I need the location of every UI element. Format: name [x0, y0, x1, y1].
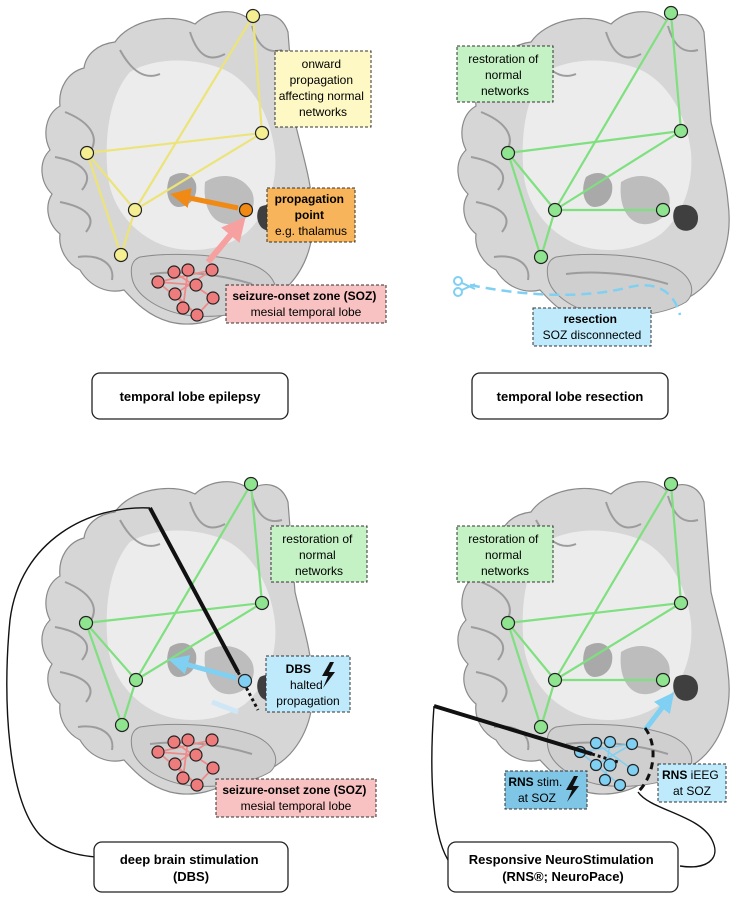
rns-depth-tip — [591, 752, 619, 764]
blue-arrow — [168, 655, 237, 681]
scissors-icon — [453, 276, 476, 297]
svg-text:restoration of normal: restoration of normal networks — [468, 52, 541, 98]
green-nodes — [500, 476, 689, 735]
panel-dbs: restoration of normal networks DBS halte… — [6, 476, 377, 893]
caption-rns-2: (RNS®; NeuroPace) — [502, 869, 624, 884]
caption-box-resection — [471, 372, 669, 420]
lightning-bolt-icon — [322, 662, 335, 688]
soz-nodes — [151, 263, 220, 322]
orange-arrow — [170, 188, 239, 211]
caption-tle: temporal lobe epilepsy — [120, 389, 262, 404]
rns-stim-bold: RNS — [508, 775, 533, 789]
svg-text:propagation point: propagation point e.g. thalamus — [275, 192, 348, 238]
restore-line-3: networks — [295, 564, 343, 578]
prop-bold-2: point — [295, 208, 324, 222]
caption-dbs-1: deep brain stimulation — [120, 852, 259, 867]
resection-sub: SOZ disconnected — [543, 328, 642, 342]
svg-text:restoration of normal: restoration of normal networks — [282, 532, 355, 578]
soz-nodes — [151, 733, 220, 792]
restore-line-1: restoration of — [468, 52, 539, 66]
rns-stim-sub: at SOZ — [518, 791, 556, 805]
svg-text:seizure-onset zone (SOZ): seizure-onset zone (SOZ) mesial temporal… — [232, 289, 379, 319]
rns-ieeg-sub: at SOZ — [673, 784, 711, 798]
restore-line-3: networks — [481, 84, 529, 98]
caption-rns-1: Responsive NeuroStimulation — [469, 852, 654, 867]
resection-cut-line — [469, 283, 682, 316]
box-onward-propagation — [274, 50, 372, 128]
yellow-nodes — [79, 8, 270, 263]
soz-bold: seizure-onset zone (SOZ) — [222, 783, 366, 797]
yellow-network — [85, 15, 264, 256]
caption-box-tle — [91, 372, 289, 420]
dbs-electrode — [148, 507, 240, 673]
rns-depth-lead — [433, 704, 593, 756]
svg-text:RNS iEEG at SOZ: RNS iEEG at SOZ — [662, 768, 722, 798]
propagation-node — [238, 202, 254, 218]
panel-tle: onward propagation affecting normal netw… — [40, 8, 387, 420]
rns-strip-electrode — [636, 727, 655, 794]
svg-text:restoration of normal: restoration of normal networks — [468, 532, 541, 578]
svg-text:Responsive NeuroStimulation: Responsive NeuroStimulation (RNS®; Neuro… — [469, 852, 658, 884]
prop-sub: e.g. thalamus — [275, 224, 347, 238]
rns-ieeg-rest: iEEG — [687, 768, 718, 782]
blue-arrow — [643, 692, 675, 732]
soz-bold: seizure-onset zone (SOZ) — [232, 289, 376, 303]
panel-rns: restoration of normal networks RNS stim.… — [431, 476, 731, 893]
restore-line-2: normal — [485, 548, 522, 562]
green-network — [506, 12, 683, 258]
rns-lead-wire — [431, 705, 716, 868]
onward-line-3: affecting normal — [279, 89, 364, 103]
restore-line-1: restoration of — [282, 532, 353, 546]
box-restoration — [456, 45, 554, 103]
dbs-sub-2: propagation — [276, 694, 339, 708]
svg-text:RNS stim. at SOZ: RNS stim. at SOZ — [508, 775, 565, 805]
box-restoration — [456, 525, 554, 583]
rns-ieeg-line1: RNS iEEG — [662, 768, 719, 782]
restore-line-2: normal — [485, 68, 522, 82]
green-nodes — [500, 5, 689, 265]
dbs-target-node — [237, 673, 253, 689]
prop-bold-1: propagation — [275, 192, 344, 206]
box-rns-ieeg — [657, 763, 727, 803]
onward-line-1: onward — [302, 57, 341, 71]
box-propagation-point — [266, 187, 356, 243]
caption-dbs-2: (DBS) — [173, 869, 209, 884]
svg-text:onward propagation: onward propagation affecting normal netw… — [279, 57, 368, 119]
caption-resection: temporal lobe resection — [497, 389, 644, 404]
green-network — [84, 483, 264, 726]
halted-arrow-pink — [211, 699, 239, 715]
caption-box-dbs — [93, 841, 289, 893]
rns-stim-rest: stim. — [534, 775, 563, 789]
box-restoration — [270, 525, 368, 583]
panel-resection: restoration of normal networks resection… — [453, 5, 731, 420]
soz-sub: mesial temporal lobe — [251, 305, 362, 319]
box-resection — [532, 307, 652, 347]
green-nodes — [78, 476, 270, 733]
restore-line-2: normal — [299, 548, 336, 562]
dbs-bold: DBS — [286, 662, 311, 676]
rns-target-node — [603, 758, 617, 772]
soz-sub: mesial temporal lobe — [241, 799, 352, 813]
resection-bold: resection — [564, 312, 617, 326]
lightning-bolt-icon — [566, 776, 579, 802]
onward-line-2: propagation — [290, 73, 353, 87]
rns-stim-line1: RNS stim. — [508, 775, 562, 789]
dbs-lead-wire — [6, 507, 151, 859]
restore-line-3: networks — [481, 564, 529, 578]
box-soz — [215, 778, 377, 818]
pink-arrow — [205, 216, 246, 264]
svg-text:seizure-onset zone (SOZ): seizure-onset zone (SOZ) mesial temporal… — [222, 783, 369, 813]
caption-box-rns — [447, 841, 679, 893]
box-dbs — [265, 655, 351, 713]
svg-text:deep brain stimulation (: deep brain stimulation (DBS) — [120, 852, 262, 884]
dbs-sub-1: halted — [290, 678, 323, 692]
rns-ieeg-bold: RNS — [662, 768, 687, 782]
onward-line-4: networks — [299, 105, 347, 119]
svg-text:resection SOZ disconnect: resection SOZ disconnected — [543, 312, 642, 342]
green-network — [506, 483, 683, 728]
restore-line-1: restoration of — [468, 532, 539, 546]
svg-text:DBS halted propaga: DBS halted propagation — [276, 662, 339, 708]
box-soz — [225, 284, 387, 324]
